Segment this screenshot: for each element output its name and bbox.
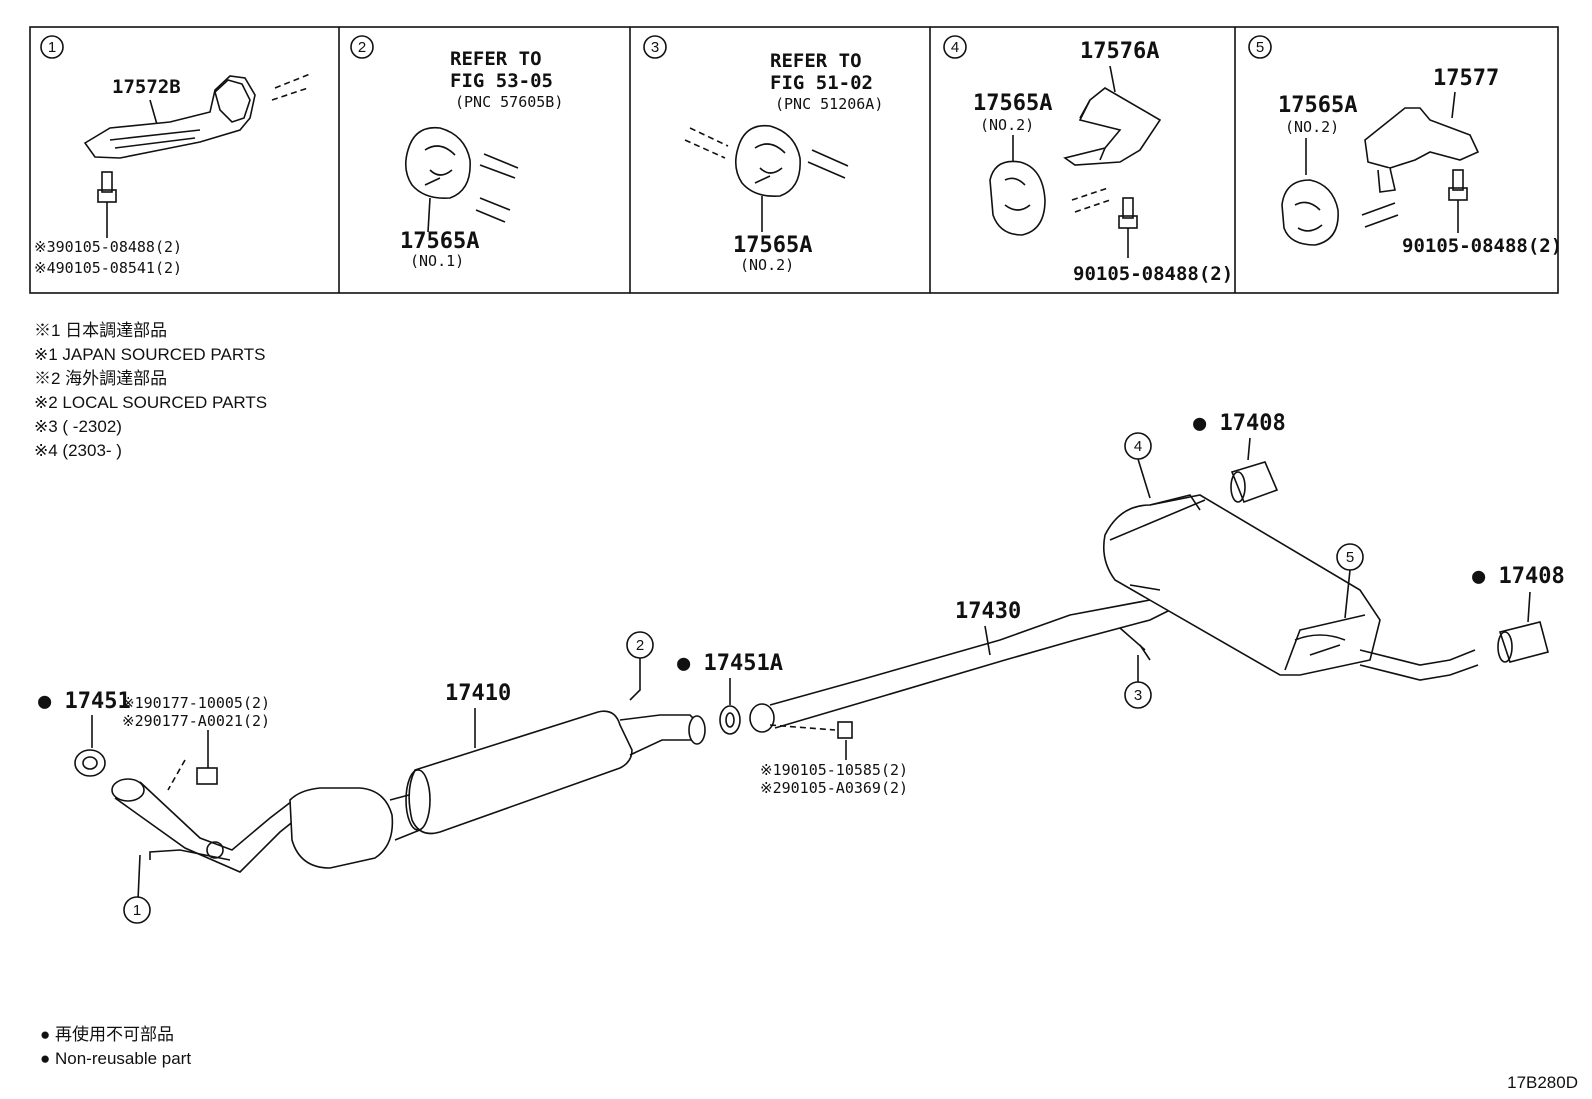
part-17410-label: 17410 xyxy=(445,681,511,706)
panel-5-bolt: 90105-08488(2) xyxy=(1402,235,1562,257)
bolt-2b-label: ※290105-A0369(2) xyxy=(760,779,908,797)
panel-3-refer-1: REFER TO xyxy=(770,50,862,72)
panel-2-refer-2: FIG 53-05 xyxy=(450,70,553,92)
panel-1-number: 1 xyxy=(48,39,56,56)
panel-4-number: 4 xyxy=(951,39,959,56)
part-17408-label-2: ● 17408 xyxy=(1472,564,1565,589)
panel-4-part-2: 17565A xyxy=(973,91,1052,116)
panel-3: 3 REFER TO FIG 51-02 (PNC 51206A) 17565A… xyxy=(643,35,883,274)
panel-1-note-2: ※490105-08541(2) xyxy=(34,259,182,277)
panel-5-sub: (NO.2) xyxy=(1285,118,1339,136)
note-6: ※4 (2303- ) xyxy=(34,441,122,460)
panel-5-number: 5 xyxy=(1256,39,1264,56)
detail-panels xyxy=(29,26,1559,294)
exhaust-assembly: ● 17451 17410 ※190177-10005(2) ※290177-A… xyxy=(38,411,1565,924)
panel-4: 4 17576A 17565A (NO.2) 90105-08488(2) xyxy=(943,35,1233,285)
legend: ● 再使用不可部品 ● Non-reusable part xyxy=(40,1024,191,1068)
callout-1: 1 xyxy=(133,902,141,919)
panel-1-part: 17572B xyxy=(112,76,181,98)
panel-5-part-2: 17565A xyxy=(1278,93,1357,118)
figure-code: 17B280D xyxy=(1507,1073,1578,1092)
note-4: ※2 LOCAL SOURCED PARTS xyxy=(34,393,267,412)
panel-2: 2 REFER TO FIG 53-05 (PNC 57605B) 17565A… xyxy=(350,35,563,270)
note-5: ※3 ( -2302) xyxy=(34,417,122,436)
callout-3: 3 xyxy=(1134,687,1142,704)
part-17430-label: 17430 xyxy=(955,599,1021,624)
panel-2-sub: (NO.1) xyxy=(410,252,464,270)
note-2: ※1 JAPAN SOURCED PARTS xyxy=(34,345,266,364)
callout-2: 2 xyxy=(636,637,644,654)
notes: ※1 日本調達部品 ※1 JAPAN SOURCED PARTS ※2 海外調達… xyxy=(34,321,267,460)
part-17408-label-1: ● 17408 xyxy=(1193,411,1286,436)
note-3: ※2 海外調達部品 xyxy=(34,369,167,388)
panel-2-refer-1: REFER TO xyxy=(450,48,542,70)
panel-3-part: 17565A xyxy=(733,233,812,258)
callout-5: 5 xyxy=(1346,549,1354,566)
panel-3-refer-3: (PNC 51206A) xyxy=(775,95,883,113)
panel-5: 5 17577 17565A (NO.2) 90105-08488(2) xyxy=(1248,35,1562,257)
bolt-1a-label: ※190177-10005(2) xyxy=(122,694,270,712)
panel-3-sub: (NO.2) xyxy=(740,256,794,274)
panel-2-number: 2 xyxy=(358,39,366,56)
part-17451A-label: ● 17451A xyxy=(677,651,783,676)
legend-line-1: ● 再使用不可部品 xyxy=(40,1024,174,1044)
bolt-2a-label: ※190105-10585(2) xyxy=(760,761,908,779)
bolt-1b-label: ※290177-A0021(2) xyxy=(122,712,270,730)
panel-5-part-1: 17577 xyxy=(1433,66,1499,91)
legend-line-2: ● Non-reusable part xyxy=(40,1049,191,1068)
callout-4: 4 xyxy=(1134,438,1142,455)
panel-2-part: 17565A xyxy=(400,229,479,254)
panel-4-sub: (NO.2) xyxy=(980,116,1034,134)
panel-2-refer-3: (PNC 57605B) xyxy=(455,93,563,111)
part-17451-label: ● 17451 xyxy=(38,689,131,714)
panel-4-bolt: 90105-08488(2) xyxy=(1073,263,1233,285)
note-1: ※1 日本調達部品 xyxy=(34,321,167,340)
panel-1-note-1: ※390105-08488(2) xyxy=(34,238,182,256)
panel-1: 1 17572B ※390105-08488(2) ※490105-08541(… xyxy=(34,35,311,277)
panel-3-refer-2: FIG 51-02 xyxy=(770,72,873,94)
panel-3-number: 3 xyxy=(651,39,659,56)
panel-4-part-1: 17576A xyxy=(1080,39,1159,64)
